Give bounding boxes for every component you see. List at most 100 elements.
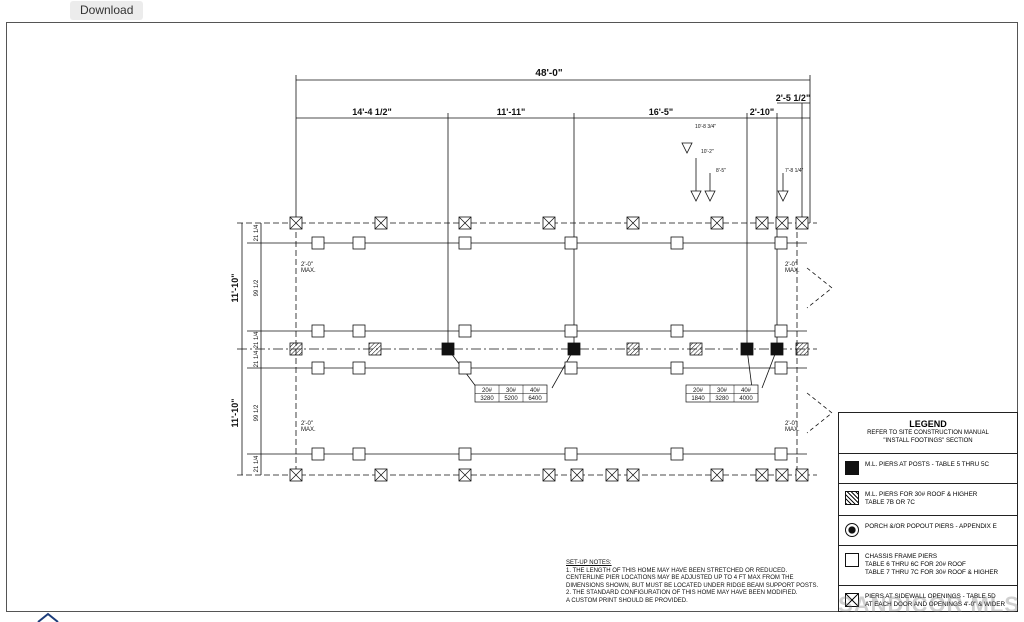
foundation-plan: 48'-0" 14'-4 1/2" 11'-11" 16'-5" 2'-10" … [230, 68, 833, 482]
ml-pier-roof [626, 342, 640, 356]
note-2-line-1: 2. THE STANDARD CONFIGURATION OF THIS HO… [566, 590, 798, 596]
hatched-square-icon [845, 491, 859, 505]
dimension-segment-3: 16'-5" [649, 107, 673, 117]
sidewall-pier-cross [795, 216, 809, 230]
svg-text:20#: 20# [693, 388, 704, 394]
sidewall-pier-cross [775, 216, 789, 230]
chassis-pier [352, 361, 366, 375]
sidewall-pier-cross [542, 216, 556, 230]
max-label-3: 2'-0"MAX. [301, 421, 316, 433]
chassis-pier [670, 236, 684, 250]
svg-text:4000: 4000 [739, 396, 753, 402]
ml-pier-roof [289, 342, 303, 356]
load-table-left: 20# 30# 40# 3280 5200 6400 [474, 384, 548, 403]
ml-pier-post [740, 342, 754, 356]
svg-text:3280: 3280 [480, 396, 494, 402]
svg-text:5200: 5200 [504, 396, 518, 402]
max-label-1: 2'-0"MAX. [301, 262, 316, 274]
solid-square-icon [845, 461, 859, 475]
elevation-label-2: 10'-2" [701, 149, 714, 155]
sidewall-pier-cross [458, 216, 472, 230]
svg-text:1840: 1840 [691, 396, 705, 402]
setup-notes: SET-UP NOTES: 1. THE LENGTH OF THIS HOME… [566, 560, 836, 605]
ml-pier-post [441, 342, 455, 356]
download-button[interactable]: Download [70, 1, 144, 20]
sidewall-pier-cross [710, 468, 724, 482]
sidewall-pier-cross [626, 216, 640, 230]
chassis-pier [670, 447, 684, 461]
circle-pier-icon [845, 523, 859, 537]
elevation-label-4: 7'-8 1/4" [785, 168, 804, 174]
note-1-line-2: CENTERLINE PIER LOCATIONS MAY BE ADJUSTE… [566, 575, 794, 581]
sidewall-pier-cross [755, 216, 769, 230]
logo-icon [37, 612, 59, 622]
legend-item-porch-piers: PORCH &/OR POPOUT PIERS - APPENDIX E [839, 515, 1017, 537]
dimension-segment-5: 2'-5 1/2" [776, 93, 810, 103]
side-dimension-top: 11'-10" [230, 274, 240, 303]
chassis-pier [352, 447, 366, 461]
legend-panel: LEGEND REFER TO SITE CONSTRUCTION MANUAL… [838, 412, 1018, 612]
elevation-label-1: 10'-8 3/4" [695, 124, 716, 130]
svg-text:6400: 6400 [528, 396, 542, 402]
row-dim-3: 21 1/4 [254, 331, 260, 348]
sidewall-pier-cross [374, 468, 388, 482]
svg-text:20#: 20# [482, 388, 493, 394]
sidewall-pier-cross [458, 468, 472, 482]
sidewall-pier-cross [289, 468, 303, 482]
chassis-pier [352, 236, 366, 250]
sidewall-pier-cross [570, 468, 584, 482]
open-square-icon [845, 553, 859, 567]
ml-pier-post [567, 342, 581, 356]
dimension-segment-1: 14'-4 1/2" [352, 107, 391, 117]
ml-pier-roof [795, 342, 809, 356]
legend-title: LEGEND [909, 419, 947, 429]
sidewall-pier-cross [289, 216, 303, 230]
chassis-pier [311, 361, 325, 375]
chassis-pier [774, 236, 788, 250]
legend-subtitle-1: REFER TO SITE CONSTRUCTION MANUAL [867, 430, 989, 436]
side-dimension-bottom: 11'-10" [230, 399, 240, 428]
overall-dimension: 48'-0" [535, 68, 562, 79]
chassis-pier [458, 236, 472, 250]
note-2-line-2: A CUSTOM PRINT SHOULD BE PROVIDED. [566, 597, 688, 604]
chassis-pier [458, 361, 472, 375]
chassis-pier [564, 361, 578, 375]
sidewall-pier-cross [710, 216, 724, 230]
chassis-pier [458, 324, 472, 338]
chassis-pier [774, 447, 788, 461]
chassis-pier [458, 447, 472, 461]
svg-text:40#: 40# [741, 388, 752, 394]
watermark: SANDICOR MLS [838, 592, 1020, 617]
chassis-pier [774, 361, 788, 375]
row-dim-4: 21 1/4 [254, 350, 260, 367]
svg-text:30#: 30# [506, 388, 517, 394]
x-square-icon [845, 593, 859, 607]
svg-text:30#: 30# [717, 388, 728, 394]
svg-text:40#: 40# [530, 388, 541, 394]
dimension-segment-4: 2'-10" [750, 107, 774, 117]
chassis-pier [670, 324, 684, 338]
sidewall-pier-cross [542, 468, 556, 482]
notes-heading: SET-UP NOTES: [566, 560, 612, 566]
chassis-pier [311, 324, 325, 338]
chassis-pier [564, 447, 578, 461]
max-label-4: 2'-0"MAX. [785, 421, 800, 433]
sidewall-pier-cross [626, 468, 640, 482]
legend-subtitle-2: "INSTALL FOOTINGS" SECTION [883, 438, 973, 444]
sidewall-pier-cross [374, 216, 388, 230]
sidewall-pier-cross [795, 468, 809, 482]
chassis-pier [670, 361, 684, 375]
chassis-pier [311, 447, 325, 461]
row-dim-2: 99 1/2 [254, 279, 260, 296]
ml-pier-roof [368, 342, 382, 356]
note-1-line-1: 1. THE LENGTH OF THIS HOME MAY HAVE BEEN… [566, 567, 788, 574]
chassis-pier [564, 236, 578, 250]
sidewall-pier-cross [605, 468, 619, 482]
row-dim-1: 21 1/4 [254, 224, 260, 241]
row-dim-5: 99 1/2 [254, 404, 260, 421]
sidewall-pier-cross [755, 468, 769, 482]
drawing-sheet: 48'-0" 14'-4 1/2" 11'-11" 16'-5" 2'-10" … [6, 22, 1018, 612]
chassis-pier [564, 324, 578, 338]
